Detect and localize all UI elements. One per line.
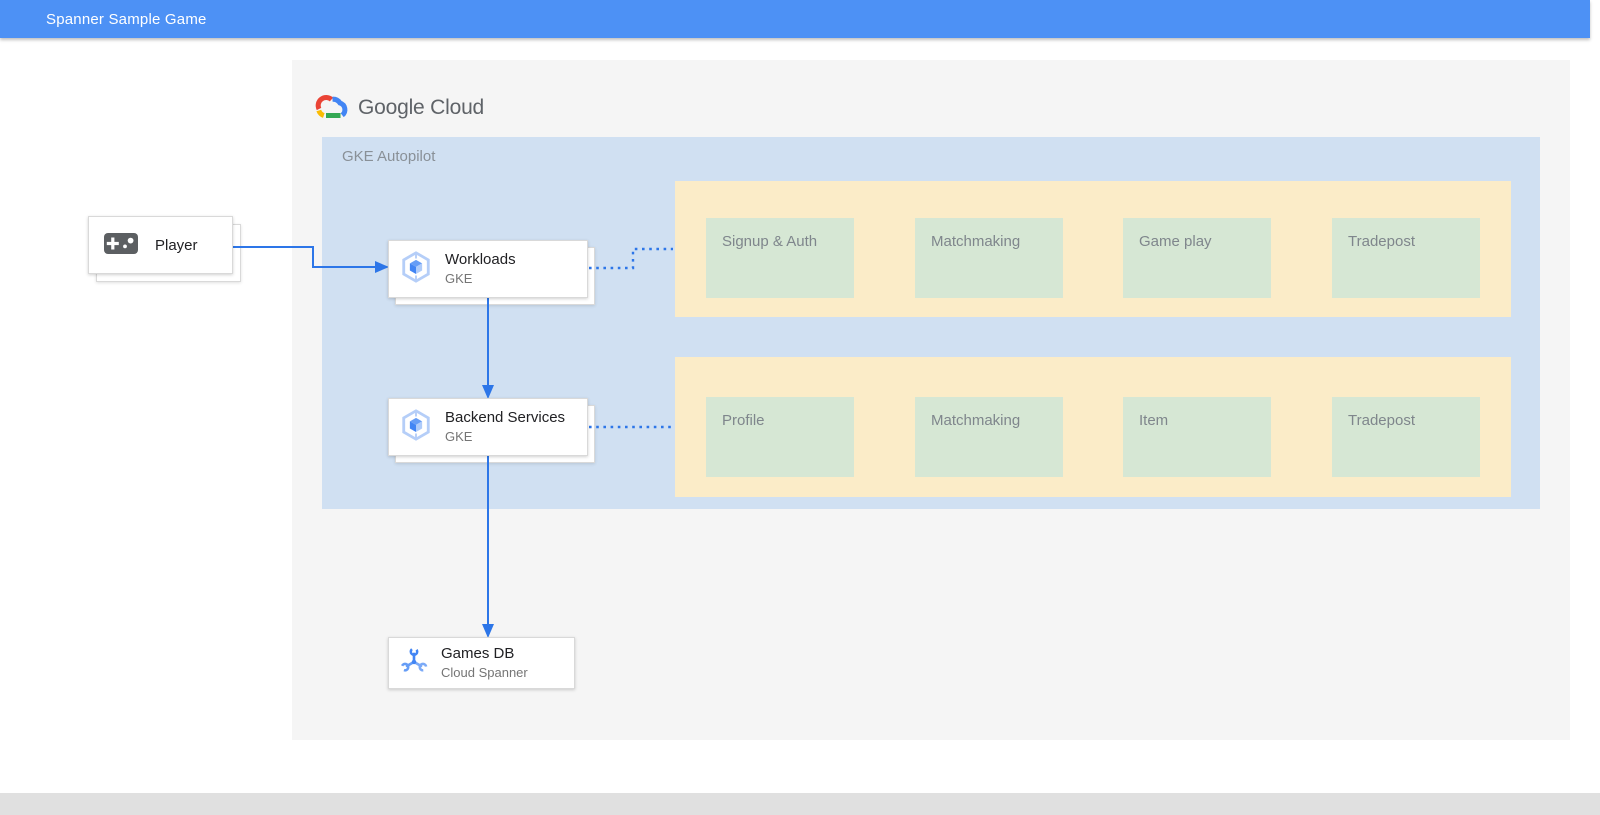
google-cloud-wordmark: Google Cloud [358, 96, 485, 119]
service-box-signup-auth: Signup & Auth [706, 218, 854, 298]
gke-hexagon-icon [399, 408, 433, 447]
app-title: Spanner Sample Game [46, 10, 207, 28]
footer-bar [0, 793, 1600, 815]
google-cloud-logo: Google Cloud [313, 93, 484, 123]
workloads-subtitle: GKE [445, 270, 473, 286]
gke-hexagon-icon [399, 250, 433, 289]
service-box-matchmaking-1: Matchmaking [915, 218, 1063, 298]
google-cloud-logo-icon [313, 92, 349, 125]
gamepad-icon [103, 232, 139, 259]
workloads-node: Workloads GKE [388, 240, 588, 298]
service-box-game-play: Game play [1123, 218, 1271, 298]
backend-services-subtitle: GKE [445, 428, 473, 444]
games-db-title: Games DB [441, 645, 515, 663]
games-db-node: Games DB Cloud Spanner [388, 637, 575, 689]
player-node: Player [88, 216, 233, 274]
backend-services-node: Backend Services GKE [388, 398, 588, 456]
service-box-profile: Profile [706, 397, 854, 477]
games-db-subtitle: Cloud Spanner [441, 664, 528, 680]
gke-autopilot-label: GKE Autopilot [342, 148, 436, 165]
spanner-wrench-icon [399, 646, 429, 681]
service-box-item: Item [1123, 397, 1271, 477]
workloads-title: Workloads [445, 251, 516, 269]
service-box-matchmaking-2: Matchmaking [915, 397, 1063, 477]
app-header: Spanner Sample Game [0, 0, 1590, 38]
service-box-tradepost-1: Tradepost [1332, 218, 1480, 298]
player-label: Player [155, 236, 198, 254]
backend-services-title: Backend Services [445, 409, 566, 427]
service-box-tradepost-2: Tradepost [1332, 397, 1480, 477]
